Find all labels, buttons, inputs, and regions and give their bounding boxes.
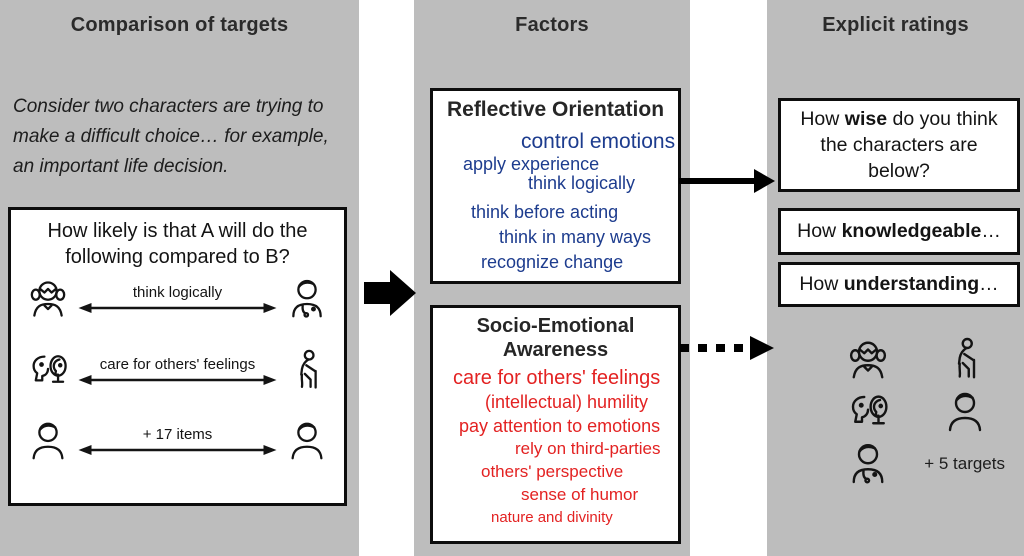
double-arrow-icon	[78, 303, 277, 313]
comparison-question: How likely is that A will do the followi…	[47, 220, 308, 269]
factor-item: nature and divinity	[491, 508, 613, 526]
doctor-icon	[284, 276, 330, 322]
girl-icon	[844, 336, 892, 384]
targets-note: + 5 targets	[924, 454, 1005, 473]
comparison-question-box: How likely is that A will do the followi…	[8, 207, 347, 506]
factors-panel-title: Factors	[515, 14, 589, 36]
explicit-ratings-panel-title: Explicit ratings	[822, 14, 969, 36]
comparison-item-label: care for others' feelings	[99, 356, 256, 373]
socio-emotional-awareness-title: Socio-Emotional Awareness	[476, 315, 635, 361]
comparison-item-label: + 17 items	[142, 426, 213, 443]
person-icon	[284, 418, 330, 464]
rating-question: How wise do you think the characters are…	[800, 107, 998, 183]
factor-item: think logically	[528, 173, 636, 194]
factor-item: think before acting	[471, 202, 619, 223]
comparison-row: + 17 items	[25, 418, 330, 464]
person-icon	[941, 388, 989, 436]
explicit-ratings-panel: Explicit ratings How wise do you think t…	[767, 0, 1024, 556]
reflective-orientation-title: Reflective Orientation	[446, 98, 665, 121]
two-faces-icon	[25, 348, 71, 394]
comparison-panel-title: Comparison of targets	[70, 14, 289, 36]
comparison-item: care for others' feelings	[75, 356, 280, 386]
fat-solid-arrow-icon	[364, 270, 416, 316]
elderly-icon	[941, 336, 989, 384]
double-arrow-icon	[78, 445, 277, 455]
reflective-orientation-box: Reflective Orientation control emotions …	[430, 88, 681, 284]
socio-emotional-awareness-box: Socio-Emotional Awareness care for other…	[430, 305, 681, 544]
factor-item: apply experience	[463, 154, 600, 175]
solid-arrow-icon	[679, 169, 775, 193]
comparison-panel: Comparison of targets Consider two chara…	[0, 0, 359, 556]
girl-icon	[25, 276, 71, 322]
factors-panel: Factors Reflective Orientation control e…	[414, 0, 690, 556]
target-icons-grid: + 5 targets	[829, 336, 1005, 488]
factor-item: others' perspective	[481, 462, 624, 482]
rating-box-wise: How wise do you think the characters are…	[778, 98, 1020, 192]
comparison-row: care for others' feelings	[25, 348, 330, 394]
factor-item: control emotions	[521, 129, 676, 153]
double-arrow-icon	[78, 375, 277, 385]
factor-item: recognize change	[481, 252, 624, 273]
factor-item: think in many ways	[499, 227, 652, 248]
two-faces-icon	[844, 388, 892, 436]
rating-question: How understanding…	[799, 272, 999, 295]
factor-item: rely on third-parties	[515, 439, 661, 459]
factor-item: pay attention to emotions	[459, 415, 661, 436]
person-icon	[25, 418, 71, 464]
factor-item: (intellectual) humility	[485, 391, 649, 412]
comparison-item: + 17 items	[75, 426, 280, 456]
rating-question: How knowledgeable…	[797, 219, 1001, 242]
comparison-item: think logically	[75, 284, 280, 314]
rating-box-knowledgeable: How knowledgeable…	[778, 208, 1020, 255]
comparison-item-label: think logically	[132, 284, 223, 301]
dashed-arrow-icon	[680, 336, 774, 360]
socio-emotional-items: care for others' feelings (intellectual)…	[433, 366, 678, 527]
scenario-intro-text: Consider two characters are trying to ma…	[13, 96, 329, 178]
factor-item: care for others' feelings	[453, 367, 661, 390]
doctor-icon	[844, 440, 892, 488]
reflective-items: control emotions apply experience think …	[433, 129, 678, 274]
rating-box-understanding: How understanding…	[778, 262, 1020, 307]
factor-item: sense of humor	[521, 484, 639, 504]
comparison-row: think logically	[25, 276, 330, 322]
elderly-icon	[284, 348, 330, 394]
